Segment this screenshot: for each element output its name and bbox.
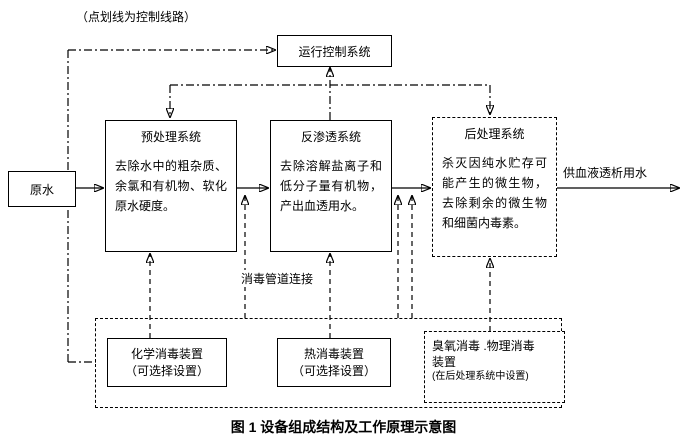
thermal-disinfection-line2: （可选择设置） [291, 363, 376, 378]
pretreatment-description: 去除水中的粗杂质、余氯和有机物、软化原水硬度。 [115, 159, 227, 213]
pretreatment-box: 预处理系统 去除水中的粗杂质、余氯和有机物、软化原水硬度。 [105, 120, 237, 252]
disinfection-pipe-label: 消毒管道连接 [239, 270, 316, 287]
chemical-disinfection-line2: （可选择设置） [124, 363, 209, 378]
control-system-box: 运行控制系统 [277, 35, 392, 67]
post-treatment-box: 后处理系统 杀灭因纯水贮存可能产生的微生物，去除剩余的微生物和细菌内毒素。 [432, 117, 557, 257]
ozone-disinfection-line2: 装置 [432, 355, 457, 369]
ozone-disinfection-box: 臭氧消毒 .物理消毒 装置 (在后处理系统中设置) [424, 331, 565, 403]
chemical-disinfection-box: 化学消毒装置 （可选择设置） [107, 338, 227, 387]
raw-water-box: 原水 [8, 171, 76, 207]
ozone-disinfection-note: (在后处理系统中设置) [432, 371, 529, 382]
output-water-label: 供血液透析用水 [563, 166, 648, 180]
control-line-note: （点划线为控制线路） [76, 10, 197, 24]
reverse-osmosis-description: 去除溶解盐离子和低分子量有机物，产出血透用水。 [280, 159, 382, 213]
thermal-disinfection-box: 热消毒装置 （可选择设置） [277, 338, 391, 387]
post-treatment-title: 后处理系统 [464, 127, 525, 141]
figure-caption: 图 1 设备组成结构及工作原理示意图 [230, 419, 457, 435]
chemical-disinfection-line1: 化学消毒装置 [130, 346, 203, 361]
reverse-osmosis-box: 反渗透系统 去除溶解盐离子和低分子量有机物，产出血透用水。 [270, 120, 392, 252]
control-system-title: 运行控制系统 [298, 44, 371, 59]
ozone-disinfection-line1: 臭氧消毒 .物理消毒 [432, 339, 535, 353]
raw-water-title: 原水 [29, 182, 54, 197]
thermal-disinfection-line1: 热消毒装置 [303, 346, 364, 361]
reverse-osmosis-title: 反渗透系统 [300, 130, 361, 144]
pretreatment-title: 预处理系统 [140, 130, 201, 144]
post-treatment-description: 杀灭因纯水贮存可能产生的微生物，去除剩余的微生物和细菌内毒素。 [442, 156, 547, 230]
